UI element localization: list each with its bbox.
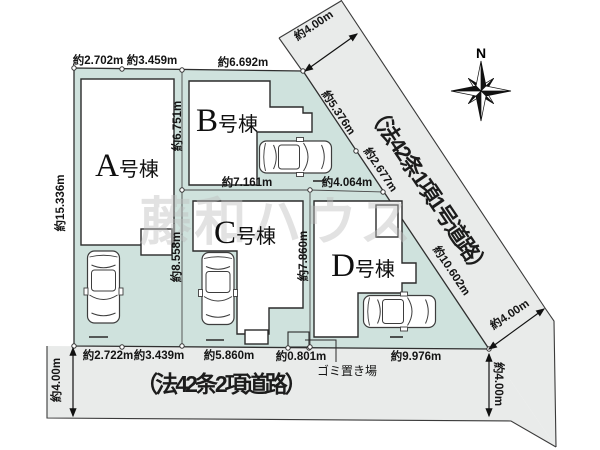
compass-rose-icon [450, 60, 512, 122]
road-northeast-endcut [278, 0, 342, 39]
road-south-label: （法42条2項道路） [135, 371, 304, 397]
road-south [47, 346, 556, 447]
road-northeast [279, 0, 556, 447]
dim-cd-vertical: 約7.860m [296, 231, 310, 282]
dim-ab-vertical: 約6.751m [170, 101, 184, 152]
garbage-leader-line [305, 339, 337, 362]
parking-ticks [89, 180, 403, 341]
road-northeast-left-edge [278, 37, 304, 73]
dim-bottom-3: 約5.860m [204, 348, 255, 362]
dim-road-width-southeast-vertical: 約4.00m [492, 362, 506, 406]
road-south-edge [46, 346, 557, 448]
garbage-area-label: ゴミ置き場 [317, 363, 377, 378]
car-icon [258, 136, 333, 178]
building-b [188, 80, 313, 186]
car-icon [362, 291, 437, 332]
dim-left-side: 約15.336m [53, 175, 67, 232]
watermark: 藤和ハウス [139, 194, 414, 252]
dimension-dots [71, 65, 492, 352]
north-label: N [476, 45, 486, 61]
dim-road-width-south: 約4.00m [49, 358, 63, 402]
dim-top-2: 約3.459m [127, 53, 178, 67]
dim-top-3: 約6.692m [218, 55, 269, 69]
car-icon [83, 250, 124, 324]
dim-bottom-1: 約2.722m [83, 348, 134, 362]
car-icon [197, 251, 239, 326]
road-northeast-edge [340, 0, 557, 448]
dim-bottom-4: 約0.801m [276, 349, 327, 363]
building-d-label: D号棟 [331, 248, 395, 284]
dim-bottom-2: 約3.439m [134, 348, 185, 362]
building-a-label: A号棟 [95, 148, 159, 184]
building-b-label: B号棟 [196, 103, 258, 139]
dim-bc-horizontal: 約7.161m [222, 175, 273, 189]
buildings [80, 78, 417, 345]
building-c [192, 200, 304, 335]
building-a [80, 78, 175, 246]
dim-ac-vertical: 約8.558m [169, 232, 183, 283]
building-a-porch [140, 228, 173, 256]
building-d-bay [375, 204, 399, 238]
building-c-porch [244, 329, 269, 345]
dim-top-1: 約2.702m [73, 53, 124, 67]
dim-cd-top: 約4.064m [322, 175, 373, 189]
building-c-label: C号棟 [214, 215, 276, 251]
road-width-arrows [69, 33, 545, 418]
dim-bottom-5: 約9.976m [391, 349, 442, 363]
